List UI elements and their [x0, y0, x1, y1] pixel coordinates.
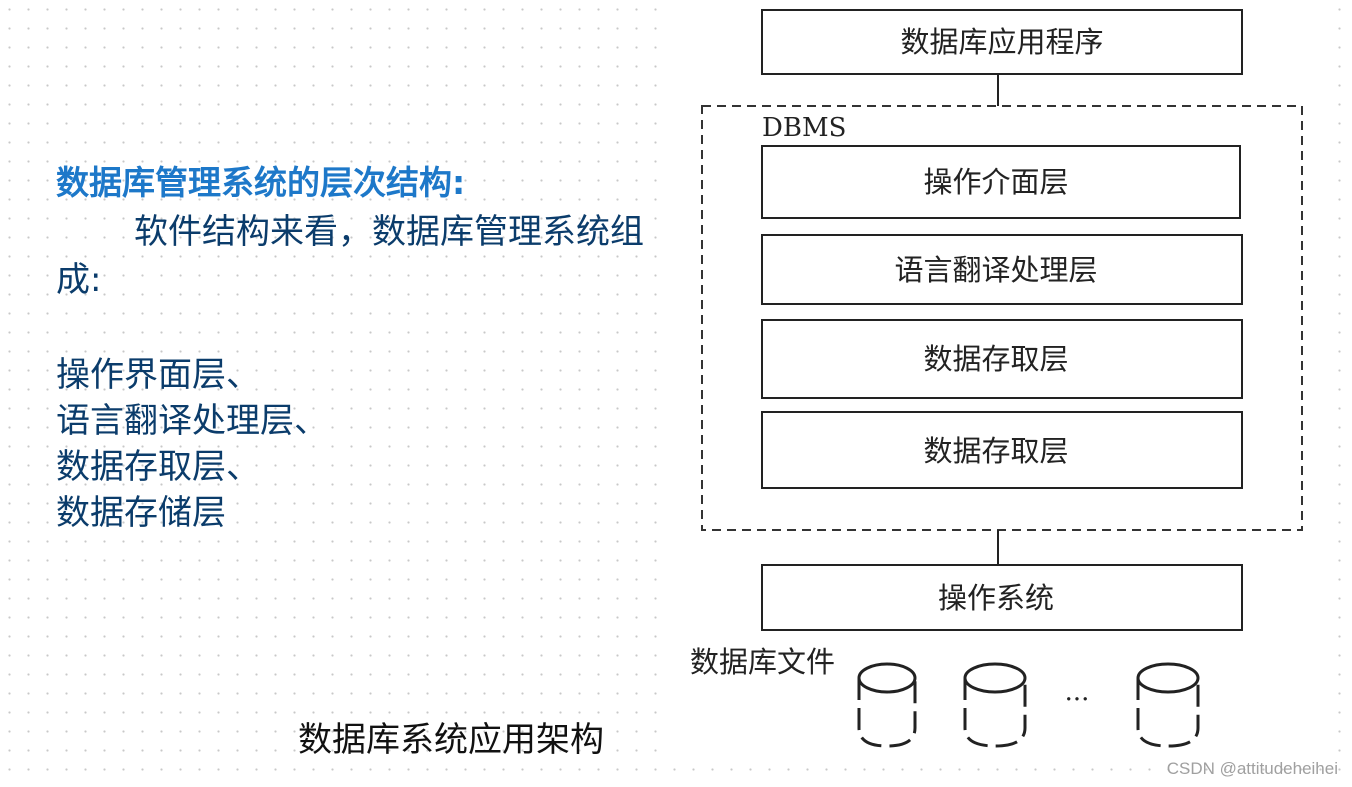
dbms-layer-box — [761, 145, 1241, 219]
database-cylinder-icon — [1136, 662, 1200, 748]
ellipsis-text: ··· — [1065, 685, 1090, 715]
dbms-layer-box — [761, 411, 1243, 489]
layer-list-item: 操作界面层、 — [56, 355, 260, 395]
database-cylinder-icon — [857, 662, 917, 748]
dbms-layer-label: 数据存取层 — [923, 342, 1068, 376]
dbms-layer-box — [761, 234, 1243, 305]
database-files-label: 数据库文件 — [690, 645, 835, 679]
database-cylinder-icon — [963, 662, 1027, 748]
dbms-container — [701, 105, 1303, 531]
dbms-label: DBMS — [762, 113, 846, 143]
figure-caption: 数据库系统应用架构 — [298, 720, 604, 760]
dbms-layer-box — [761, 319, 1243, 399]
dbms-layer-label: 语言翻译处理层 — [894, 253, 1097, 287]
slide-title: 数据库管理系统的层次结构: — [56, 163, 466, 202]
dbms-layer-label: 操作介面层 — [923, 165, 1068, 199]
layer-list: 操作界面层、 语言翻译处理层、 数据存取层、 数据存储层 — [56, 352, 656, 536]
slide-text-block: 数据库管理系统的层次结构: 软件结构来看，数据库管理系统组成: 操作界面层、 语… — [56, 158, 656, 536]
layer-list-item: 语言翻译处理层、 — [56, 401, 328, 441]
os-box — [761, 564, 1243, 631]
watermark: CSDN @attitudeheihei — [1166, 759, 1338, 778]
app-box — [761, 9, 1243, 75]
dbms-layer-label: 数据存取层 — [923, 434, 1068, 468]
app-box-label: 数据库应用程序 — [900, 25, 1103, 59]
layer-list-item: 数据存取层、 — [56, 447, 260, 487]
slide-intro: 软件结构来看，数据库管理系统组成: — [56, 212, 644, 300]
os-box-label: 操作系统 — [938, 581, 1054, 615]
layer-list-item: 数据存储层 — [56, 493, 226, 533]
